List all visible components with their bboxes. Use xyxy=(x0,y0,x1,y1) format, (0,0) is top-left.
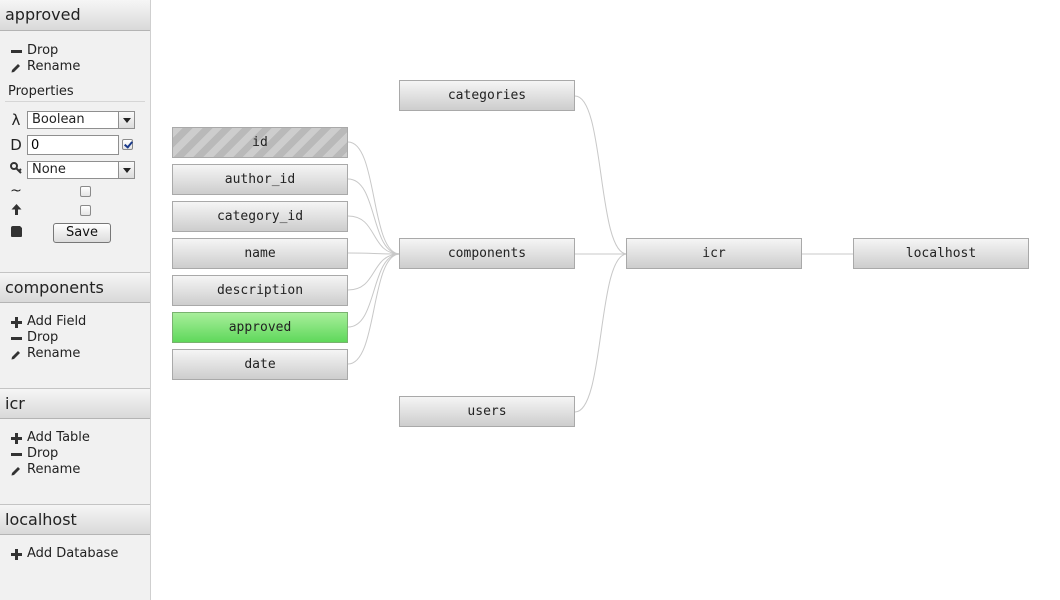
server-node-localhost[interactable]: localhost xyxy=(853,238,1029,269)
wire-name-components xyxy=(347,252,401,255)
minus-icon xyxy=(10,45,23,58)
sidebar: approved Drop Rename Properties λ Boolea… xyxy=(0,0,151,600)
key-select[interactable]: None xyxy=(27,161,135,179)
default-enabled-checkbox[interactable] xyxy=(122,139,133,150)
plus-icon xyxy=(10,432,23,445)
type-select[interactable]: Boolean xyxy=(27,111,135,129)
table-node-users[interactable]: users xyxy=(399,396,575,427)
save-icon xyxy=(8,225,24,242)
wire-approved-components xyxy=(347,253,401,328)
field-node-description[interactable]: description xyxy=(172,275,348,306)
add-table-label: Add Table xyxy=(27,430,90,445)
wire-category-components xyxy=(347,215,401,255)
tilde-icon: ~ xyxy=(10,183,22,199)
key-icon xyxy=(8,162,24,179)
divider xyxy=(5,101,145,102)
field-node-category-id[interactable]: category_id xyxy=(172,201,348,232)
rename-label: Rename xyxy=(27,59,81,74)
add-table-action[interactable]: Add Table xyxy=(10,430,90,446)
rename-field-action[interactable]: Rename xyxy=(10,59,80,75)
rename-label: Rename xyxy=(27,346,81,361)
wire-date-components xyxy=(347,253,401,365)
plus-icon xyxy=(10,316,23,329)
field-node-name[interactable]: name xyxy=(172,238,348,269)
table-node-categories[interactable]: categories xyxy=(399,80,575,111)
drop-label: Drop xyxy=(27,43,59,58)
drop-field-action[interactable]: Drop xyxy=(10,43,58,59)
wire-categories-icr xyxy=(574,95,628,255)
minus-icon xyxy=(10,448,23,461)
database-node-icr[interactable]: icr xyxy=(626,238,802,269)
drop-database-action[interactable]: Drop xyxy=(10,446,58,462)
wire-author-components xyxy=(347,178,401,255)
minus-icon xyxy=(10,332,23,345)
rename-table-action[interactable]: Rename xyxy=(10,346,80,362)
key-select-value: None xyxy=(32,162,66,177)
drop-table-action[interactable]: Drop xyxy=(10,330,58,346)
table-node-components[interactable]: components xyxy=(399,238,575,269)
rename-label: Rename xyxy=(27,462,81,477)
add-database-label: Add Database xyxy=(27,546,119,561)
pencil-icon xyxy=(10,464,23,477)
autoincrement-checkbox[interactable] xyxy=(80,205,91,216)
chevron-down-icon xyxy=(118,162,134,178)
field-section-title: approved xyxy=(0,0,150,31)
pencil-icon xyxy=(10,348,23,361)
add-database-action[interactable]: Add Database xyxy=(10,546,118,562)
wire-description-components xyxy=(347,253,401,291)
save-button[interactable]: Save xyxy=(53,223,111,243)
plus-icon xyxy=(10,548,23,561)
add-field-label: Add Field xyxy=(27,314,87,329)
default-icon: D xyxy=(10,136,22,154)
add-field-action[interactable]: Add Field xyxy=(10,314,86,330)
nullable-checkbox[interactable] xyxy=(80,186,91,197)
server-section-title: localhost xyxy=(0,504,150,535)
database-section-title: icr xyxy=(0,388,150,419)
wire-id-components xyxy=(347,141,401,255)
field-node-id[interactable]: id xyxy=(172,127,348,158)
lambda-icon: λ xyxy=(11,111,21,129)
wire-users-icr xyxy=(574,253,628,413)
field-node-date[interactable]: date xyxy=(172,349,348,380)
chevron-down-icon xyxy=(118,112,134,128)
rename-database-action[interactable]: Rename xyxy=(10,462,80,478)
pencil-icon xyxy=(10,61,23,74)
arrow-up-icon xyxy=(8,203,24,220)
field-node-approved[interactable]: approved xyxy=(172,312,348,343)
drop-label: Drop xyxy=(27,330,59,345)
default-value-input[interactable] xyxy=(27,135,119,155)
type-select-value: Boolean xyxy=(32,112,85,127)
table-section-title: components xyxy=(0,272,150,303)
drop-label: Drop xyxy=(27,446,59,461)
field-node-author-id[interactable]: author_id xyxy=(172,164,348,195)
properties-label: Properties xyxy=(8,84,74,99)
